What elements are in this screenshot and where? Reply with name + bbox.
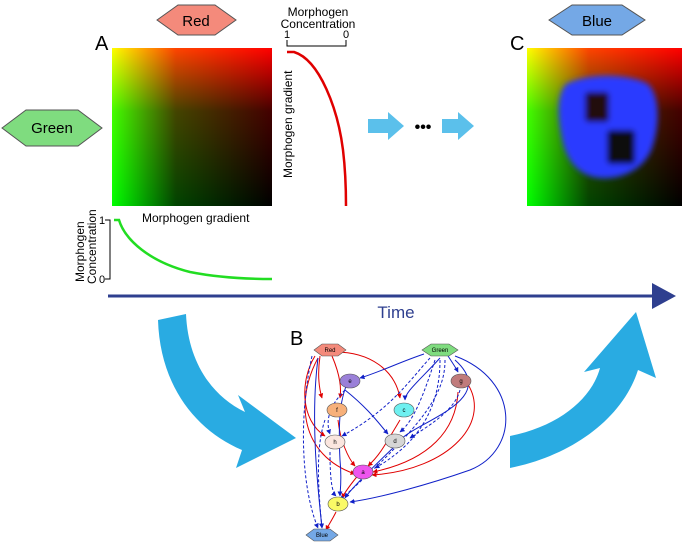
network-node-c: c	[393, 402, 415, 418]
network-edges	[302, 351, 507, 531]
left-axis-tick-1: 1	[99, 215, 105, 227]
svg-text:c: c	[403, 408, 406, 414]
top-axis-tick-0: 0	[343, 29, 349, 41]
panel-label-b: B	[290, 328, 303, 350]
svg-text:Green: Green	[432, 348, 449, 354]
left-axis-title-line2: Concentration	[85, 209, 99, 284]
flow-arrow-right	[510, 312, 656, 468]
blue-region-hole-1	[585, 92, 609, 122]
flow-arrow-left	[158, 314, 296, 468]
top-axis-title-line1: Morphogen	[288, 5, 349, 19]
svg-text:f: f	[336, 408, 338, 414]
svg-text:b: b	[336, 502, 340, 508]
time-label: Time	[377, 303, 414, 322]
left-axis-side-label: Morphogen gradient	[142, 211, 250, 225]
top-axis-title-line2: Concentration	[281, 17, 356, 31]
time-arrow	[108, 283, 676, 309]
green-concentration-curve	[114, 218, 273, 281]
svg-text:g: g	[459, 379, 462, 385]
svg-text:h: h	[333, 440, 336, 446]
progression-arrow-2	[442, 112, 474, 140]
network-node-blue: Blue	[305, 528, 339, 542]
green-input-diamond: Green	[1, 109, 103, 147]
network-node-h: h	[324, 434, 346, 450]
ellipsis: •••	[415, 119, 432, 136]
panel-label-c: C	[510, 33, 524, 55]
network-node-d: d	[384, 433, 406, 449]
network-node-g: g	[450, 373, 472, 389]
result-pattern-square-c	[527, 48, 682, 206]
svg-text:d: d	[393, 439, 396, 445]
network-node-red: Red	[313, 343, 347, 357]
gradient-square-a	[112, 48, 272, 206]
blue-region-hole-2	[607, 130, 635, 164]
blue-input-diamond: Blue	[548, 4, 646, 36]
red-input-label: Red	[182, 13, 210, 30]
svg-text:Blue: Blue	[316, 533, 329, 539]
network-node-b: b	[327, 496, 349, 512]
network-nodes: Red Green e g f c h d	[305, 343, 472, 542]
progression-arrow-1	[368, 112, 404, 140]
top-axis-side-label: Morphogen gradient	[281, 70, 295, 178]
red-input-diamond: Red	[156, 4, 237, 36]
top-concentration-axis: Morphogen Concentration 1 0	[281, 5, 356, 47]
network-node-a: a	[352, 464, 374, 480]
top-axis-tick-1: 1	[284, 29, 290, 41]
left-axis-tick-0: 0	[99, 274, 105, 286]
svg-text:a: a	[361, 470, 365, 476]
left-concentration-axis: Morphogen Concentration 1 0	[73, 209, 111, 286]
network-node-e: e	[339, 373, 361, 389]
panel-label-a: A	[95, 33, 109, 55]
green-input-label: Green	[31, 120, 73, 137]
left-axis-title-line1: Morphogen	[73, 221, 87, 282]
network-node-f: f	[326, 402, 348, 418]
blue-input-label: Blue	[582, 13, 612, 30]
network-node-green: Green	[421, 343, 459, 357]
svg-text:e: e	[348, 379, 352, 385]
red-concentration-curve	[287, 50, 348, 207]
svg-text:Red: Red	[324, 348, 335, 354]
